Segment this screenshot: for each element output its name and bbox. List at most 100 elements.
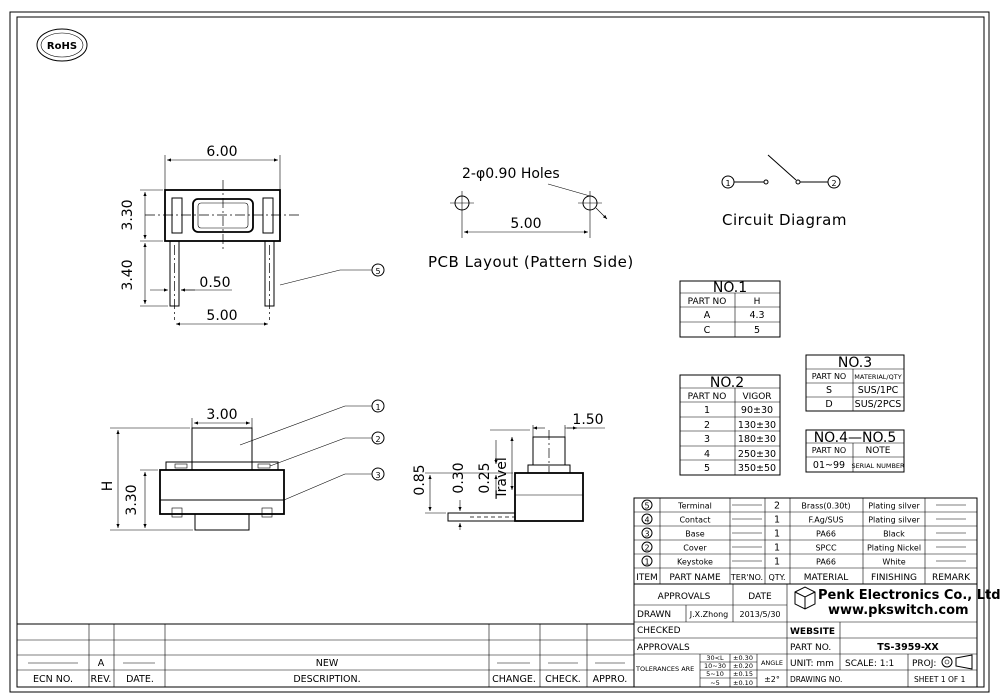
revision-description: NEW: [316, 658, 339, 669]
table-no2-cell: 130±30: [738, 420, 776, 431]
company-logo-icon: [794, 586, 816, 610]
drawn-by: J.X.Zhong: [689, 610, 729, 619]
table-no1-cell: A: [704, 310, 711, 321]
rev-header-rev: REV.: [91, 674, 112, 685]
bom-header: MATERIAL: [804, 573, 849, 583]
pcb-dim-pitch: 5.00: [510, 216, 541, 232]
table-no3-cell: D: [825, 399, 832, 410]
bom-header: QTY.: [769, 573, 786, 582]
table-no3-cell: S: [826, 385, 832, 396]
projection-symbol-icon: [941, 654, 973, 670]
table-no2: NO.2 PART NO VIGOR 1 90±30 2 130±30 3 18…: [679, 374, 781, 476]
table-no1-header: H: [754, 297, 761, 307]
pcb-layout: 2-φ0.90 Holes 5.00 PCB Layout (Pattern S…: [428, 166, 634, 271]
rev-header-check: CHECK.: [545, 674, 581, 685]
dim-pin-length: 3.40: [120, 259, 136, 290]
side-callout-3: 3: [375, 471, 380, 480]
drawn-label: DRAWN: [637, 610, 671, 620]
tol-value: ±0.20: [733, 662, 753, 670]
end-view: 1.50 0.85 0.30 0.25 Travel: [412, 412, 605, 530]
website-label: WEBSITE: [790, 627, 835, 637]
scale-label: SCALE: 1:1: [845, 659, 894, 669]
bom-finishing-cell: Plating silver: [868, 502, 920, 511]
side-callout-1: 1: [375, 403, 380, 412]
holes-label: 2-φ0.90 Holes: [462, 166, 560, 182]
bom-item-circle: [641, 555, 653, 567]
revision-letter: A: [98, 658, 105, 669]
end-dim-a: 0.85: [412, 464, 428, 495]
title-block: APPROVALS DATE DRAWN J.X.Zhong 2013/5/30…: [633, 583, 1000, 688]
circuit-pin-2: 2: [831, 179, 836, 188]
approvals-label: APPROVALS: [637, 643, 690, 653]
tol-value: ±0.10: [733, 679, 753, 687]
dim-pin-pitch: 5.00: [206, 308, 237, 324]
side-callout-2: 2: [375, 435, 380, 444]
proj-label: PROJ:: [912, 659, 936, 669]
table-no2-header: VIGOR: [742, 392, 771, 402]
sheet-label: SHEET 1 OF 1: [914, 675, 966, 684]
angle-label: ANGLE: [761, 659, 783, 667]
table-no3: NO.3 PART NO MATERIAL/QTY S SUS/1PC D SU…: [805, 354, 905, 412]
bom-item-circle: [641, 527, 653, 539]
bom-item-cell: 1: [644, 558, 649, 567]
table-no3-header: PART NO: [812, 372, 846, 381]
bom-qty-cell: 1: [774, 557, 780, 568]
rev-header-description: DESCRIPTION.: [293, 674, 360, 685]
bom-item-circle: [641, 541, 653, 553]
end-dim-b: 0.30: [451, 462, 467, 493]
checked-label: CHECKED: [637, 626, 681, 636]
table-no4-header: NOTE: [865, 446, 890, 456]
bom-item-cell: 5: [644, 502, 649, 511]
bom-header: TER'NO.: [730, 573, 763, 582]
dim-width-6: 6.00: [206, 144, 237, 160]
bom-finishing-cell: Plating silver: [868, 516, 920, 525]
part-no-label: PART NO.: [790, 643, 831, 653]
dim-body-height: 3.30: [120, 199, 136, 230]
angle-value: ±2°: [764, 675, 780, 684]
rohs-text: RoHS: [47, 41, 77, 52]
table-no1-cell: 5: [754, 325, 760, 336]
circuit-diagram: 1 2 Circuit Diagram: [721, 154, 846, 229]
table-no1-cell: 4.3: [749, 310, 764, 321]
table-no4: NO.4—NO.5 PART NO NOTE 01~99 SERIAL NUMB…: [805, 429, 905, 473]
part-no-value: TS-3959-XX: [877, 642, 939, 653]
bom-name-cell: Contact: [679, 516, 710, 525]
side-dim-h: H: [100, 481, 116, 492]
table-no2-cell: 90±30: [741, 405, 773, 416]
side-dim-body: 3.30: [124, 484, 140, 515]
bom-material-cell: Brass(0.30t): [801, 502, 850, 511]
pcb-layout-caption: PCB Layout (Pattern Side): [428, 253, 634, 271]
table-no4-cell: 01~99: [813, 460, 845, 471]
rohs-logo: RoHS: [36, 28, 88, 62]
date-header: DATE: [748, 592, 772, 602]
bom-name-cell: Keystoke: [677, 558, 713, 567]
drawn-date: 2013/5/30: [739, 610, 780, 619]
tol-range: 30<L: [706, 654, 724, 662]
end-dim-top: 1.50: [572, 412, 603, 428]
table-no3-header: MATERIAL/QTY: [854, 373, 901, 381]
bom-item-cell: 3: [644, 530, 649, 539]
table-no1-title: NO.1: [713, 280, 747, 296]
table-no2-cell: 250±30: [738, 449, 776, 460]
circuit-pin-1: 1: [725, 179, 730, 188]
bom-item-cell: 2: [644, 544, 649, 553]
tol-range: 10~30: [704, 662, 726, 670]
bom-name-cell: Base: [685, 530, 705, 539]
callout-5: 5: [375, 267, 380, 276]
table-no3-cell: SUS/1PC: [858, 385, 899, 396]
end-travel-label: Travel: [494, 457, 510, 500]
table-no4-cell: SERIAL NUMBER: [851, 462, 905, 470]
drawing-no-label: DRAWING NO.: [790, 675, 842, 684]
company-name: Penk Electronics Co., Ltd: [818, 588, 1000, 603]
company-website-url: www.pkswitch.com: [828, 603, 969, 618]
approvals-header: APPROVALS: [658, 592, 711, 602]
bom-qty-cell: 1: [774, 515, 780, 526]
table-no2-cell: 3: [704, 434, 710, 445]
table-no2-cell: 5: [704, 463, 710, 474]
bom-material-cell: F.Ag/SUS: [808, 516, 843, 525]
tol-range: ~5: [710, 679, 720, 687]
bom-material-cell: SPCC: [815, 544, 836, 553]
